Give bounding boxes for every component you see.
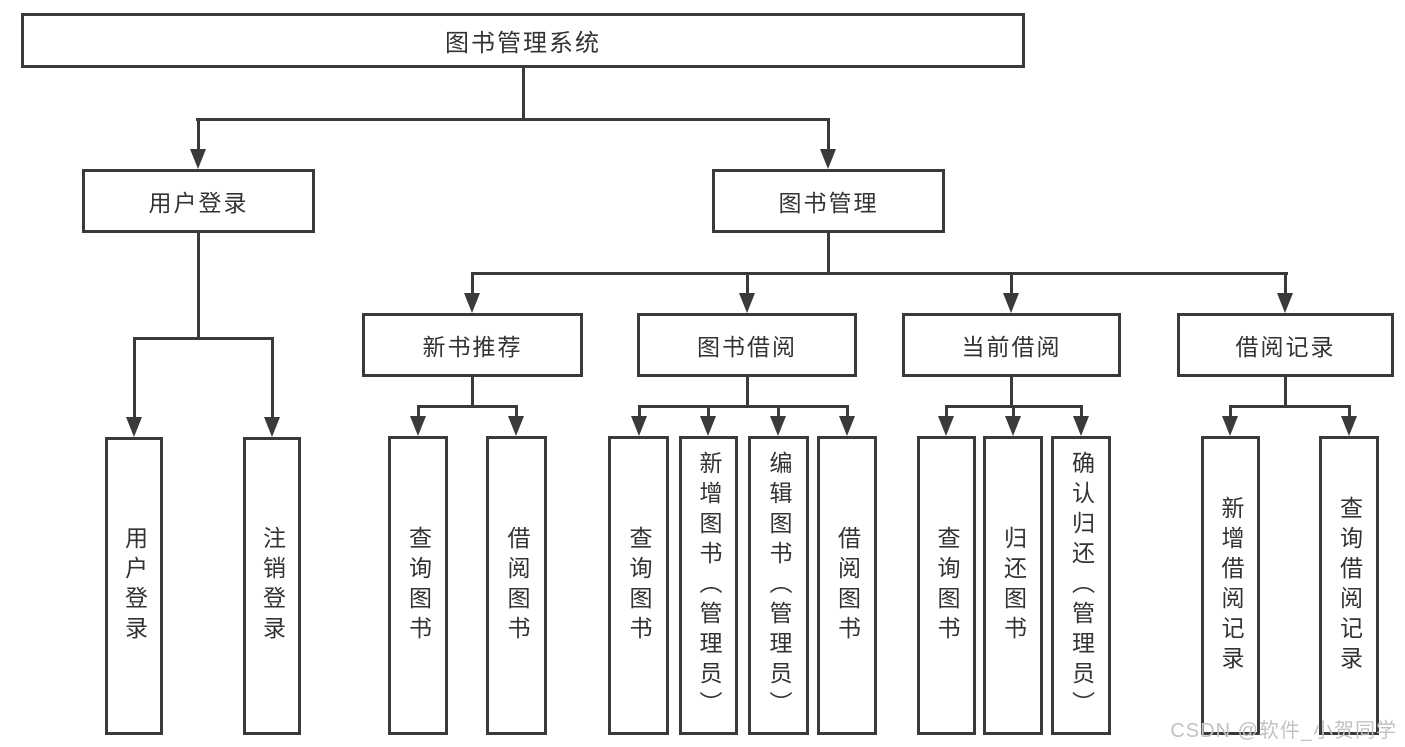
- arrow-down-icon: [1341, 416, 1357, 436]
- arrow-down-icon: [1005, 416, 1021, 436]
- connector-line: [638, 405, 641, 418]
- leaf-add-borrow-record: 新增借阅记录: [1201, 436, 1260, 735]
- connector-line: [515, 405, 518, 418]
- connector-line: [271, 337, 274, 419]
- connector-line: [471, 272, 1288, 275]
- arrow-down-icon: [1222, 416, 1238, 436]
- arrow-down-icon: [190, 149, 206, 169]
- connector-line: [197, 233, 200, 340]
- connector-line: [746, 377, 749, 408]
- connector-line: [471, 377, 474, 408]
- node-borrowing-records: 借阅记录: [1177, 313, 1394, 377]
- connector-line: [1010, 377, 1013, 408]
- node-current-borrowing: 当前借阅: [902, 313, 1121, 377]
- connector-line: [746, 272, 749, 295]
- connector-line: [417, 405, 420, 418]
- arrow-down-icon: [839, 416, 855, 436]
- connector-line: [827, 233, 830, 275]
- connector-line: [1010, 272, 1013, 295]
- connector-line: [777, 405, 780, 418]
- arrow-down-icon: [938, 416, 954, 436]
- arrow-down-icon: [1003, 293, 1019, 313]
- connector-line: [522, 68, 525, 121]
- connector-line: [197, 118, 200, 151]
- connector-line: [1284, 377, 1287, 408]
- arrow-down-icon: [739, 293, 755, 313]
- leaf-user-login: 用户登录: [105, 437, 163, 735]
- leaf-return-books: 归还图书: [983, 436, 1043, 735]
- arrow-down-icon: [464, 293, 480, 313]
- leaf-confirm-return-admin: 确认归还（管理员）: [1051, 436, 1111, 735]
- arrow-down-icon: [508, 416, 524, 436]
- leaf-search-books-current: 查询图书: [917, 436, 976, 735]
- leaf-borrow-books-recommend: 借阅图书: [486, 436, 547, 735]
- connector-line: [1284, 272, 1287, 295]
- node-book-management: 图书管理: [712, 169, 945, 233]
- connector-line: [945, 405, 948, 418]
- connector-line: [846, 405, 849, 418]
- connector-line: [133, 337, 136, 419]
- node-book-borrowing: 图书借阅: [637, 313, 857, 377]
- leaf-add-books-admin: 新增图书（管理员）: [679, 436, 738, 735]
- connector-line: [471, 272, 474, 295]
- connector-line: [707, 405, 710, 418]
- node-user-login: 用户登录: [82, 169, 315, 233]
- connector-line: [133, 337, 274, 340]
- leaf-search-books-recommend: 查询图书: [388, 436, 448, 735]
- connector-line: [1012, 405, 1015, 418]
- arrow-down-icon: [770, 416, 786, 436]
- leaf-borrow-books-borrowing: 借阅图书: [817, 436, 877, 735]
- connector-line: [1229, 405, 1232, 418]
- connector-line: [196, 118, 830, 121]
- leaf-search-books-borrowing: 查询图书: [608, 436, 669, 735]
- arrow-down-icon: [264, 417, 280, 437]
- arrow-down-icon: [410, 416, 426, 436]
- connector-line: [827, 118, 830, 151]
- arrow-down-icon: [700, 416, 716, 436]
- connector-line: [638, 405, 849, 408]
- arrow-down-icon: [1277, 293, 1293, 313]
- leaf-logout: 注销登录: [243, 437, 301, 735]
- node-library-management-system: 图书管理系统: [21, 13, 1025, 68]
- leaf-search-borrow-record: 查询借阅记录: [1319, 436, 1379, 735]
- connector-line: [1229, 405, 1351, 408]
- arrow-down-icon: [1073, 416, 1089, 436]
- watermark-text: CSDN @软件_小贺同学: [1170, 720, 1397, 742]
- arrow-down-icon: [820, 149, 836, 169]
- arrow-down-icon: [126, 417, 142, 437]
- arrow-down-icon: [631, 416, 647, 436]
- leaf-edit-books-admin: 编辑图书（管理员）: [748, 436, 809, 735]
- connector-line: [1080, 405, 1083, 418]
- node-new-book-recommendation: 新书推荐: [362, 313, 583, 377]
- connector-line: [417, 405, 518, 408]
- connector-line: [1348, 405, 1351, 418]
